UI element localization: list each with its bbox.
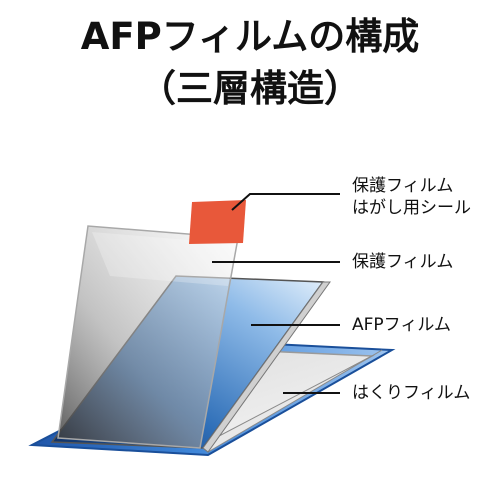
title-line-1: AFPフィルムの構成 [80,15,420,58]
protective-film-highlight [92,232,236,286]
peel-tab [189,200,246,244]
label-tab-line-2: はがし用シール [352,198,471,218]
label-release-film: はくりフィルム [352,383,471,403]
leader-line-tab [231,193,340,211]
label-afp-film: AFPフィルム [352,315,451,335]
label-protective-film: 保護フィルム [352,252,454,272]
label-tab-line-1: 保護フィルム [352,176,454,196]
title-line-2: （三層構造） [139,67,361,110]
